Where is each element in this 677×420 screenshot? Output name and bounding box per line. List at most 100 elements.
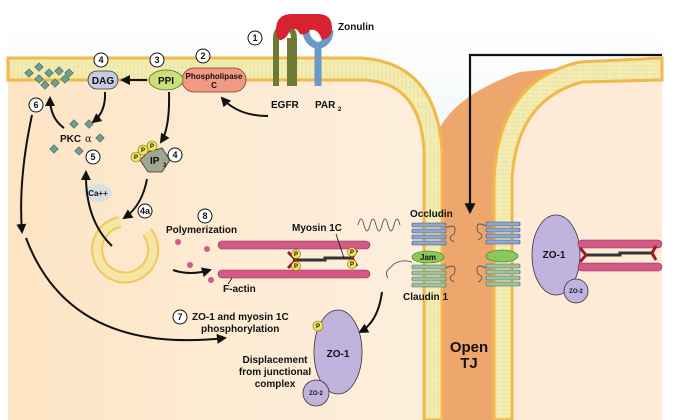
pkc-membrane-cluster [24, 62, 74, 90]
ppi: PPI [148, 69, 184, 91]
displacement-label-line2: from junctional [239, 367, 311, 378]
zo1-displaced: ZO-1 [313, 309, 363, 395]
polymerization-label: Polymerization [166, 225, 237, 236]
receptor-to-plc-arrow [220, 96, 269, 117]
f-actin-label: F-actin [223, 284, 256, 295]
svg-text:1: 1 [252, 33, 257, 43]
par2-subscript: 2 [338, 107, 342, 113]
svg-text:P: P [141, 148, 145, 154]
svg-text:5: 5 [90, 152, 95, 162]
ip3: IP 3 P P P [130, 140, 171, 173]
jam-left [411, 250, 445, 264]
step-8-marker: 8 [197, 208, 213, 224]
svg-text:ZO-2: ZO-2 [569, 289, 583, 295]
step-5-marker: 5 [85, 149, 101, 165]
claudin-1-label: Claudin 1 [403, 292, 448, 303]
tj-to-displaced-zo1-arrow [358, 291, 383, 333]
svg-text:7: 7 [177, 312, 182, 322]
jam-right [485, 249, 519, 263]
displacement-label-line3: complex [255, 379, 296, 390]
svg-text:Ca++: Ca++ [88, 189, 108, 198]
step-4a-marker: 4a [137, 203, 153, 219]
svg-text:P: P [350, 262, 354, 268]
svg-text:P: P [350, 250, 354, 256]
phospholipase-c: Phospholipase C [181, 67, 247, 93]
step-1-marker: 1 [247, 30, 263, 46]
open-tj-label-line1: Open [450, 339, 488, 356]
tj-loops-left [385, 225, 456, 283]
svg-text:C: C [211, 81, 217, 90]
occludin-left [411, 222, 447, 246]
svg-text:ZO-1: ZO-1 [543, 250, 566, 261]
step-3-marker: 3 [149, 52, 165, 68]
svg-text:PPI: PPI [158, 76, 174, 87]
displacement-label-line1: Displacement [242, 355, 308, 366]
svg-text:ZO-1: ZO-1 [327, 349, 350, 360]
claudin-left [411, 264, 447, 288]
svg-text:4a: 4a [140, 206, 151, 216]
right-cell-cytoplasm [508, 78, 662, 420]
step-6-marker: 6 [28, 97, 44, 113]
step6-down-arrow [16, 114, 33, 234]
svg-text:4: 4 [172, 150, 177, 160]
er-to-pkc-arrow [80, 170, 113, 247]
svg-text:P: P [134, 155, 138, 161]
svg-text:P: P [150, 144, 154, 150]
calcium-ion: Ca++ [84, 184, 112, 202]
ppi-to-ip3-arrow [159, 91, 171, 144]
svg-text:3: 3 [154, 55, 159, 65]
zonulin-label: Zonulin [338, 22, 374, 33]
svg-text:P: P [294, 264, 298, 270]
occludin-coils [357, 218, 401, 232]
dag: DAG [87, 70, 119, 90]
occludin-right [485, 221, 521, 245]
claudin-right [485, 263, 521, 287]
par2-label: PAR [315, 100, 336, 111]
svg-text:Phospholipase: Phospholipase [186, 72, 243, 81]
svg-text:8: 8 [202, 211, 207, 221]
left-cell-membrane [6, 56, 444, 420]
svg-text:DAG: DAG [92, 76, 114, 87]
myosin-1c: P P P P [286, 247, 359, 271]
svg-text:α: α [85, 134, 92, 145]
step7-label-line1: ZO-1 and myosin 1C [192, 312, 289, 323]
dag-to-pkc-arrow [91, 91, 107, 124]
svg-text:ZO-2: ZO-2 [309, 391, 323, 397]
polymerization-arrow [172, 267, 212, 278]
svg-text:6: 6 [33, 100, 38, 110]
zonulin-protein [276, 14, 332, 40]
g-actin-monomers [175, 239, 214, 283]
svg-text:PKC: PKC [60, 134, 81, 145]
step-2-marker: 2 [195, 48, 211, 64]
zo1-attached: ZO-1 [531, 214, 581, 296]
svg-text:P: P [316, 324, 320, 330]
pkc-to-membrane-arrow [45, 96, 65, 129]
zo2-displaced: ZO-2 [302, 379, 330, 407]
svg-text:3: 3 [163, 163, 167, 169]
ip3-to-er-arrow [122, 178, 148, 220]
tj-loops-right [476, 223, 487, 283]
myosin-1c-pointer [335, 233, 345, 259]
svg-text:IP: IP [150, 156, 160, 167]
f-actin-pointer [227, 277, 233, 285]
right-cell-membrane [492, 56, 664, 420]
myosin-1c-label: Myosin 1C [292, 223, 342, 234]
egfr-label: EGFR [271, 100, 300, 111]
svg-text:P: P [294, 252, 298, 258]
pkc-alpha: PKC α [49, 119, 105, 156]
step-7-marker: 7 [172, 309, 188, 325]
step7-label-line2: phosphorylation [201, 324, 279, 335]
ip3-phosphates [130, 140, 158, 163]
f-actin-filaments-right [577, 239, 663, 272]
zonulin-entry-arrow [464, 53, 662, 215]
zo2-attached: ZO-2 [563, 278, 589, 304]
jam-label: Jam [420, 253, 436, 262]
step6-to-step7-arrow [25, 237, 227, 344]
step-4-ip3-marker: 4 [167, 147, 183, 163]
step-4-dag-marker: 4 [93, 52, 109, 68]
svg-text:4: 4 [98, 55, 103, 65]
zo1-displaced-phosphate: P [312, 320, 324, 332]
svg-text:2: 2 [200, 51, 205, 61]
open-tj-label-line2: TJ [460, 355, 478, 372]
